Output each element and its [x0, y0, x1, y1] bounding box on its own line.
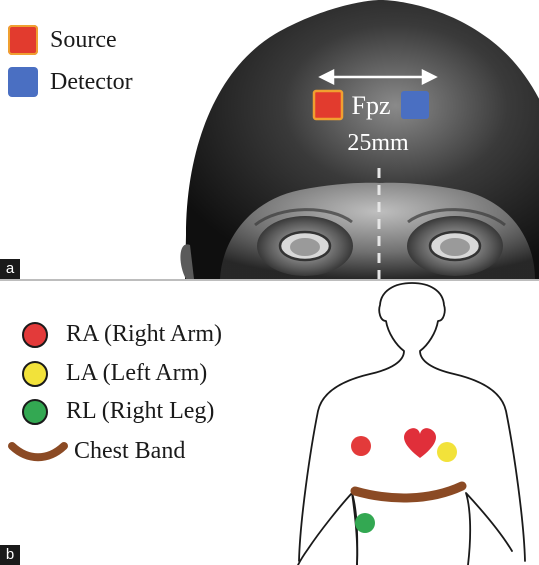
legend-item-chest-band: Chest Band — [74, 438, 185, 465]
la-swatch — [22, 360, 48, 387]
distance-arrow — [318, 68, 438, 86]
legend-label-rl: RL (Right Leg) — [66, 398, 215, 424]
chest-band — [350, 481, 467, 503]
legend-label-source: Source — [50, 26, 117, 53]
source-swatch — [8, 25, 38, 55]
legend-item-ra: RA (Right Arm) — [18, 321, 222, 348]
chest-band-swatch — [8, 442, 68, 462]
ra-swatch — [22, 321, 48, 348]
panel-a-head-fnirs: Fpz 25mm Source Detector a — [0, 0, 539, 279]
rl-swatch — [22, 398, 48, 425]
detector-marker — [401, 91, 429, 119]
panel-tag-b: b — [0, 545, 20, 565]
legend-label-detector: Detector — [50, 68, 133, 95]
body-illustration — [8, 282, 526, 565]
legend-label-chest-band: Chest Band — [74, 438, 186, 464]
legend-item-detector: Detector — [8, 67, 133, 97]
heart-icon — [404, 428, 436, 458]
panel-tag-a: a — [0, 259, 20, 279]
legend-item-source: Source — [8, 25, 117, 55]
legend-label-la: LA (Left Arm) — [66, 360, 208, 386]
panel-b-body-ecg: RA (Right Arm) LA (Left Arm) RL (Right L… — [0, 281, 539, 565]
electrode-ra — [351, 436, 371, 456]
detector-swatch — [8, 67, 38, 97]
body-outline — [297, 282, 526, 565]
electrode-rl — [355, 513, 375, 533]
electrode-la — [437, 442, 457, 462]
head-illustration: Fpz 25mm — [180, 0, 539, 279]
right-ear — [180, 244, 194, 279]
panel-divider — [0, 279, 539, 281]
legend-item-la: LA (Left Arm) — [18, 360, 207, 387]
legend-label-ra: RA (Right Arm) — [66, 321, 223, 347]
legend-item-rl: RL (Right Leg) — [18, 398, 214, 425]
distance-label: 25mm — [347, 130, 409, 156]
site-label: Fpz — [352, 91, 391, 120]
source-marker — [312, 89, 344, 121]
